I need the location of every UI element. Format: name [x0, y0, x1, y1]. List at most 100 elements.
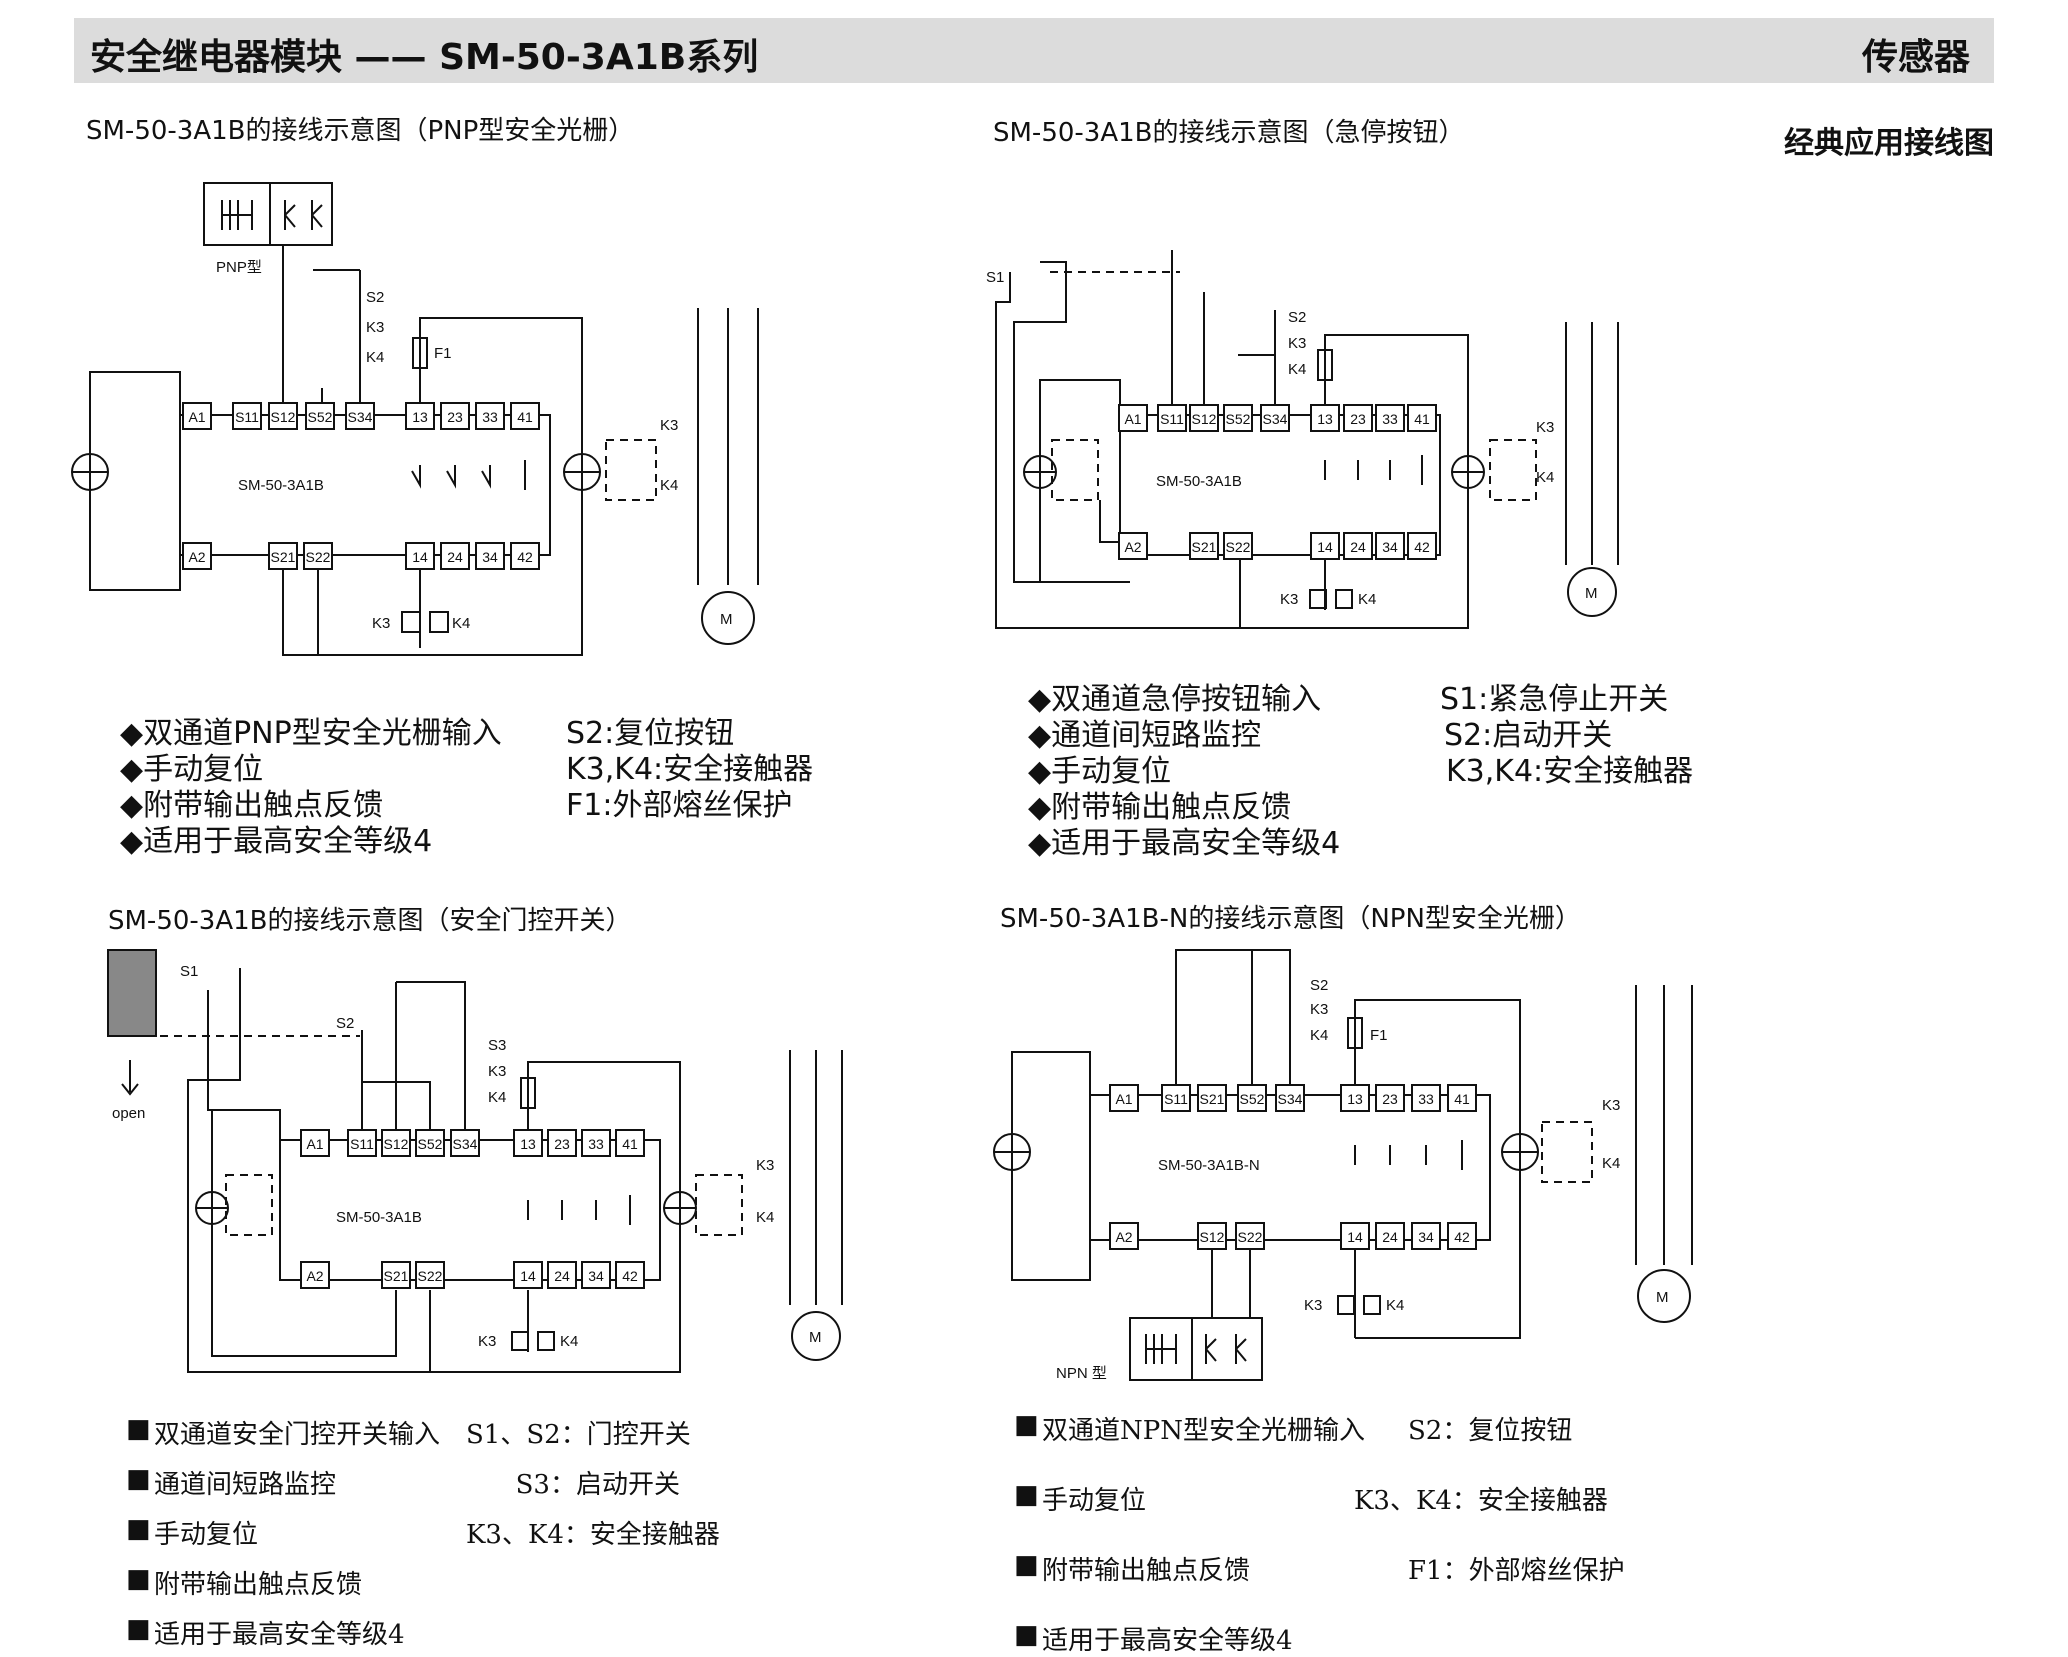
note-item: 附带输出触点反馈	[154, 1570, 363, 1600]
terminal-label: S52	[418, 1136, 443, 1152]
note-legend: F1：外部熔丝保护	[1408, 1556, 1625, 1586]
note-item: ◆适用于最高安全等级4	[120, 824, 433, 859]
terminal-33: 33	[1411, 1084, 1441, 1112]
pnp-light-curtain	[203, 182, 333, 246]
npn-light-curtain	[1129, 1317, 1263, 1381]
coil-k3-label-estop: K3	[1280, 591, 1298, 608]
note-item: 双通道NPN型安全光栅输入	[1042, 1416, 1365, 1446]
k3-feedback-label-door: K3	[488, 1063, 506, 1080]
motor-label-estop: M	[1585, 585, 1598, 602]
k3-feedback-label-npn: K3	[1310, 1001, 1328, 1018]
category-label: 传感器	[1861, 37, 1970, 78]
terminal-S12: S12	[1197, 1222, 1227, 1250]
fuse-label-npn: F1	[1370, 1027, 1388, 1044]
terminal-13: 13	[1310, 404, 1340, 432]
terminal-13: 13	[1340, 1084, 1370, 1112]
motor-k4-label-npn: K4	[1602, 1155, 1620, 1172]
terminal-label: S21	[271, 549, 296, 565]
note-legend: S1、S2：门控开关	[466, 1420, 691, 1450]
terminal-S11: S11	[1157, 404, 1187, 432]
terminal-label: S52	[1226, 411, 1251, 427]
module-label-door: SM-50-3A1B	[336, 1209, 422, 1226]
bullet: ■	[126, 1564, 151, 1594]
diagram-caption-pnp: SM-50-3A1B的接线示意图（PNP型安全光栅）	[86, 116, 635, 146]
terminal-S34: S34	[1260, 404, 1290, 432]
bullet: ■	[126, 1614, 151, 1644]
terminal-label: S52	[308, 409, 333, 425]
terminal-label: 24	[447, 549, 463, 565]
terminal-label: 14	[1347, 1229, 1363, 1245]
fuse-label-pnp: F1	[434, 345, 452, 362]
terminal-34: 34	[475, 542, 505, 570]
terminal-24: 24	[1343, 532, 1373, 560]
terminal-23: 23	[1375, 1084, 1405, 1112]
terminal-label: A1	[1124, 411, 1141, 427]
terminal-13: 13	[405, 402, 435, 430]
note-legend: S3：启动开关	[466, 1470, 680, 1500]
note-legend: K3,K4:安全接触器	[1446, 754, 1694, 789]
note-item: 手动复位	[1042, 1486, 1147, 1516]
door-switch-s1-label: S1	[180, 963, 198, 980]
terminal-S34: S34	[345, 402, 375, 430]
module-label-estop: SM-50-3A1B	[1156, 473, 1242, 490]
terminal-label: A2	[306, 1268, 323, 1284]
motor-label-pnp: M	[720, 611, 733, 628]
terminal-label: S11	[235, 409, 259, 425]
terminal-S52: S52	[305, 402, 335, 430]
note-legend: S2：复位按钮	[1408, 1416, 1573, 1446]
terminal-label: S52	[1240, 1091, 1265, 1107]
note-legend: S2:复位按钮	[566, 716, 735, 751]
terminal-label: A2	[188, 549, 205, 565]
motor-k4-label-pnp: K4	[660, 477, 678, 494]
terminal-S22: S22	[415, 1261, 445, 1289]
terminal-14: 14	[513, 1261, 543, 1289]
terminal-label: 13	[412, 409, 428, 425]
terminal-A2: A2	[1118, 532, 1148, 560]
terminal-S11: S11	[347, 1129, 377, 1157]
terminal-24: 24	[1375, 1222, 1405, 1250]
bullet: ■	[126, 1464, 151, 1494]
coil-k4-label-door: K4	[560, 1333, 578, 1350]
terminal-label: 33	[482, 409, 498, 425]
note-legend: S1:紧急停止开关	[1440, 682, 1669, 717]
fuse-f1-pnp	[412, 337, 428, 369]
note-item: ◆双通道PNP型安全光栅输入	[120, 716, 502, 751]
terminal-S11: S11	[232, 402, 262, 430]
terminal-S34: S34	[1275, 1084, 1305, 1112]
terminal-label: S11	[1164, 1091, 1188, 1107]
terminal-label: A1	[306, 1136, 323, 1152]
terminal-S12: S12	[268, 402, 298, 430]
terminal-14: 14	[405, 542, 435, 570]
k3-feedback-label-estop: K3	[1288, 335, 1306, 352]
note-item: ◆附带输出触点反馈	[1028, 790, 1292, 825]
terminal-24: 24	[547, 1261, 577, 1289]
note-item: 手动复位	[154, 1520, 259, 1550]
coil-k3-label-pnp: K3	[372, 615, 390, 632]
note-item: 适用于最高安全等级4	[154, 1620, 405, 1650]
terminal-label: 23	[1382, 1091, 1398, 1107]
k4-feedback-label-door: K4	[488, 1089, 506, 1106]
terminal-S12: S12	[1189, 404, 1219, 432]
module-label-pnp: SM-50-3A1B	[238, 477, 324, 494]
bullet: ■	[1014, 1410, 1039, 1440]
terminal-label: 34	[1382, 539, 1398, 555]
terminal-label: 41	[517, 409, 533, 425]
note-legend: K3、K4：安全接触器	[1354, 1486, 1608, 1516]
terminal-S21: S21	[1189, 532, 1219, 560]
terminal-23: 23	[440, 402, 470, 430]
note-item: 适用于最高安全等级4	[1042, 1626, 1293, 1656]
terminal-S12: S12	[381, 1129, 411, 1157]
note-item: ◆手动复位	[1028, 754, 1172, 789]
motor-k3-label-pnp: K3	[660, 417, 678, 434]
terminal-33: 33	[475, 402, 505, 430]
bullet: ■	[1014, 1480, 1039, 1510]
note-legend: S2:启动开关	[1444, 718, 1613, 753]
terminal-label: S22	[1226, 539, 1251, 555]
note-item: ◆附带输出触点反馈	[120, 788, 384, 823]
note-legend: K3、K4：安全接触器	[466, 1520, 720, 1550]
terminal-24: 24	[440, 542, 470, 570]
note-item: ◆双通道急停按钮输入	[1028, 682, 1322, 717]
terminal-34: 34	[581, 1261, 611, 1289]
